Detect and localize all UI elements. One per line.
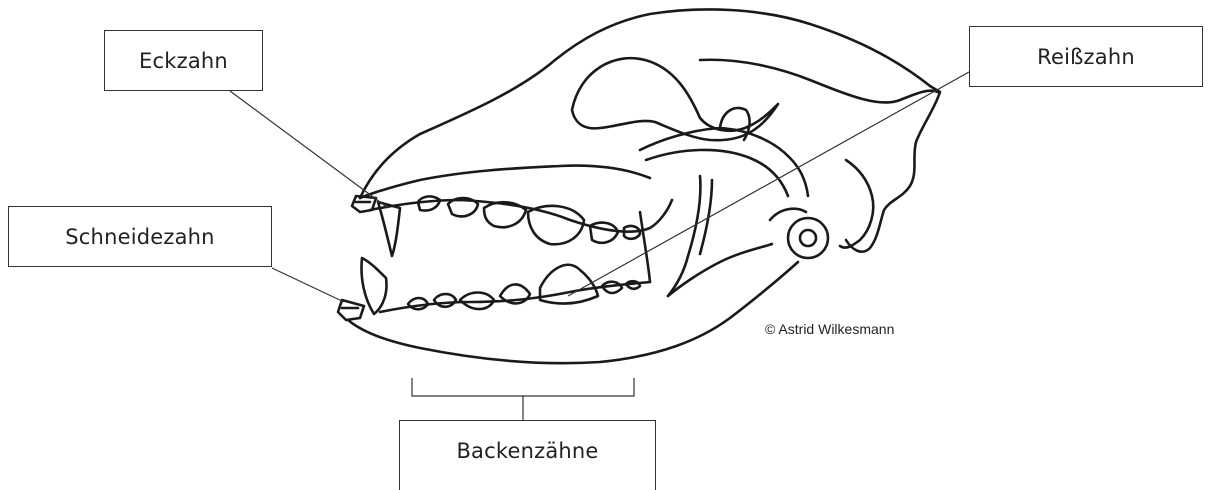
lower-jaw-outline [348,262,798,363]
upper-premolar-3 [484,202,526,227]
label-reisszahn-text: Reißzahn [1037,45,1135,69]
label-backenzaehne: Backenzähne [399,420,656,490]
eye-socket [572,58,778,140]
leader-eckzahn [230,91,388,208]
label-eckzahn: Eckzahn [104,30,263,91]
label-reisszahn: Reißzahn [969,26,1203,87]
label-schneidezahn-text: Schneidezahn [65,225,214,249]
copyright-notice: © Astrid Wilkesmann [765,321,894,337]
backenzaehne-bracket [412,378,634,420]
leader-schneidezahn [272,268,344,302]
leader-reisszahn [568,72,969,296]
upper-premolar-1 [418,196,440,210]
lower-molar-2 [626,281,640,289]
skull-upper-outline [360,9,940,251]
occipital-region [840,160,873,248]
lower-incisors [338,300,364,320]
ear-canal [800,230,816,246]
lower-canine [362,258,387,314]
coronoid-process [668,176,700,296]
label-eckzahn-text: Eckzahn [139,49,228,73]
label-backenzaehne-text: Backenzähne [456,439,598,463]
muzzle-top [360,166,650,198]
label-schneidezahn: Schneidezahn [8,206,272,267]
zygomatic-arch-lower [646,150,788,196]
temporal-line [720,108,750,140]
upper-molar-1 [590,223,618,243]
upper-incisors [352,196,376,212]
lower-premolar-2 [434,294,456,307]
upper-canine [378,202,400,256]
upper-carnassial [528,206,584,244]
tympanic-bulla [788,218,828,258]
mandible-detail [640,212,650,282]
